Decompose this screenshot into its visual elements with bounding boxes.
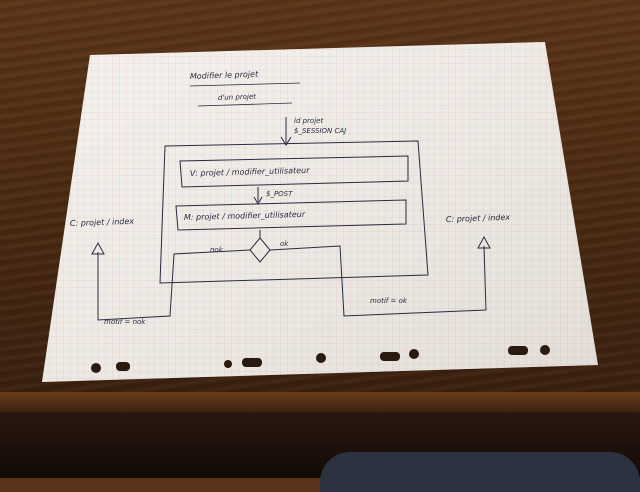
view-box [179,155,409,188]
title: Modifier le projet d'un projet [190,70,301,107]
decision-no: nok [210,246,224,254]
post-label: $_POST [266,190,293,198]
title-line1: Modifier le projet [190,70,259,81]
table-edge [0,392,640,412]
input-note-line2: $_SESSION CAJ [294,127,346,135]
decision-diamond [249,237,271,263]
paper-shade [42,42,598,382]
ok-arrowhead [477,235,491,249]
nok-path [97,249,251,321]
input-note-line1: id projet [294,117,323,125]
nok-arrowhead [91,241,105,255]
paper-sheet: Modifier le projet d'un projet id projet… [42,42,598,382]
left-controller: C: projet / index [70,217,135,228]
input-arrowhead [280,136,292,146]
model-box-label: M: projet / modifier_utilisateur [184,210,306,222]
motif-nok: motif = nok [104,318,146,326]
right-controller: C: projet / index [446,213,511,224]
binder-holes [91,345,550,373]
title-line2: d'un projet [218,93,257,102]
decision-yes: ok [280,240,289,248]
ok-path [269,245,487,317]
view-box-label: V: projet / modifier_utilisateur [190,166,310,178]
model-box [175,199,407,231]
outer-box [159,140,429,284]
motif-ok: motif = ok [370,297,408,305]
